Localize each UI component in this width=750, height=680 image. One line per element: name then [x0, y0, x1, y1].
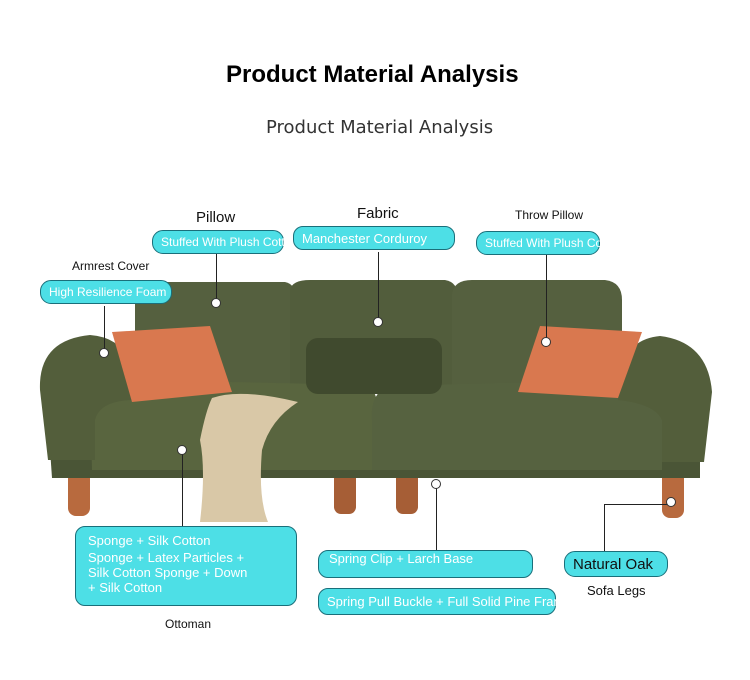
throw-pillow-material-text: Stuffed With Plush Cotton — [485, 236, 623, 250]
throw-pillow-material-tag: Stuffed With Plush Cotton — [476, 231, 622, 255]
sofa-legs-title: Sofa Legs — [587, 583, 646, 598]
page-subtitle: Product Material Analysis — [266, 117, 494, 138]
armrest-cover-title: Armrest Cover — [72, 259, 150, 273]
armrest-right — [617, 336, 712, 462]
frame-material-text-2: Spring Pull Buckle + Full Solid Pine Fra… — [327, 594, 572, 609]
throw-pillow-left — [112, 326, 232, 402]
pillow-title: Pillow — [196, 209, 236, 226]
armrest-material-text: High Resilience Foam — [49, 285, 167, 299]
armrest-left — [39, 335, 135, 460]
fabric-material-tag: Manchester Corduroy — [293, 226, 455, 250]
frame-material-text-1: Spring Clip + Larch Base — [329, 551, 474, 566]
ottoman-material-line-3: Silk Cotton Sponge + Down — [88, 565, 248, 580]
sofa-legs-material-text: Natural Oak — [573, 555, 654, 573]
frame-material-tag-1: Spring Clip + Larch Base — [318, 550, 533, 578]
fabric-material-text: Manchester Corduroy — [302, 230, 427, 246]
sofa-legs-material-tag: Natural Oak — [564, 551, 668, 577]
frame-material-tag-2: Spring Pull Buckle + Full Solid Pine Fra… — [318, 588, 572, 615]
page-title: Product Material Analysis — [226, 61, 519, 88]
fabric-title: Fabric — [357, 205, 399, 222]
armrest-material-tag: High Resilience Foam — [40, 280, 172, 304]
seat-cushion-right — [371, 380, 662, 470]
pillow-material-text: Stuffed With Plush Cotton — [161, 235, 299, 249]
sofa-leg-mid-right — [396, 470, 418, 514]
ottoman-material-box: Sponge + Silk Cotton Sponge + Latex Part… — [75, 526, 297, 606]
lumbar-pillow — [306, 338, 442, 394]
ottoman-material-line-2: Sponge + Latex Particles + — [88, 550, 245, 565]
ottoman-material-line-1: Sponge + Silk Cotton — [88, 533, 211, 548]
throw-pillow-title: Throw Pillow — [515, 208, 584, 222]
draped-blanket — [200, 393, 298, 522]
ottoman-material-line-4: + Silk Cotton — [88, 580, 163, 595]
ottoman-title: Ottoman — [165, 617, 212, 631]
pillow-material-tag: Stuffed With Plush Cotton — [152, 230, 298, 254]
sofa-leg-mid-left — [334, 470, 356, 514]
